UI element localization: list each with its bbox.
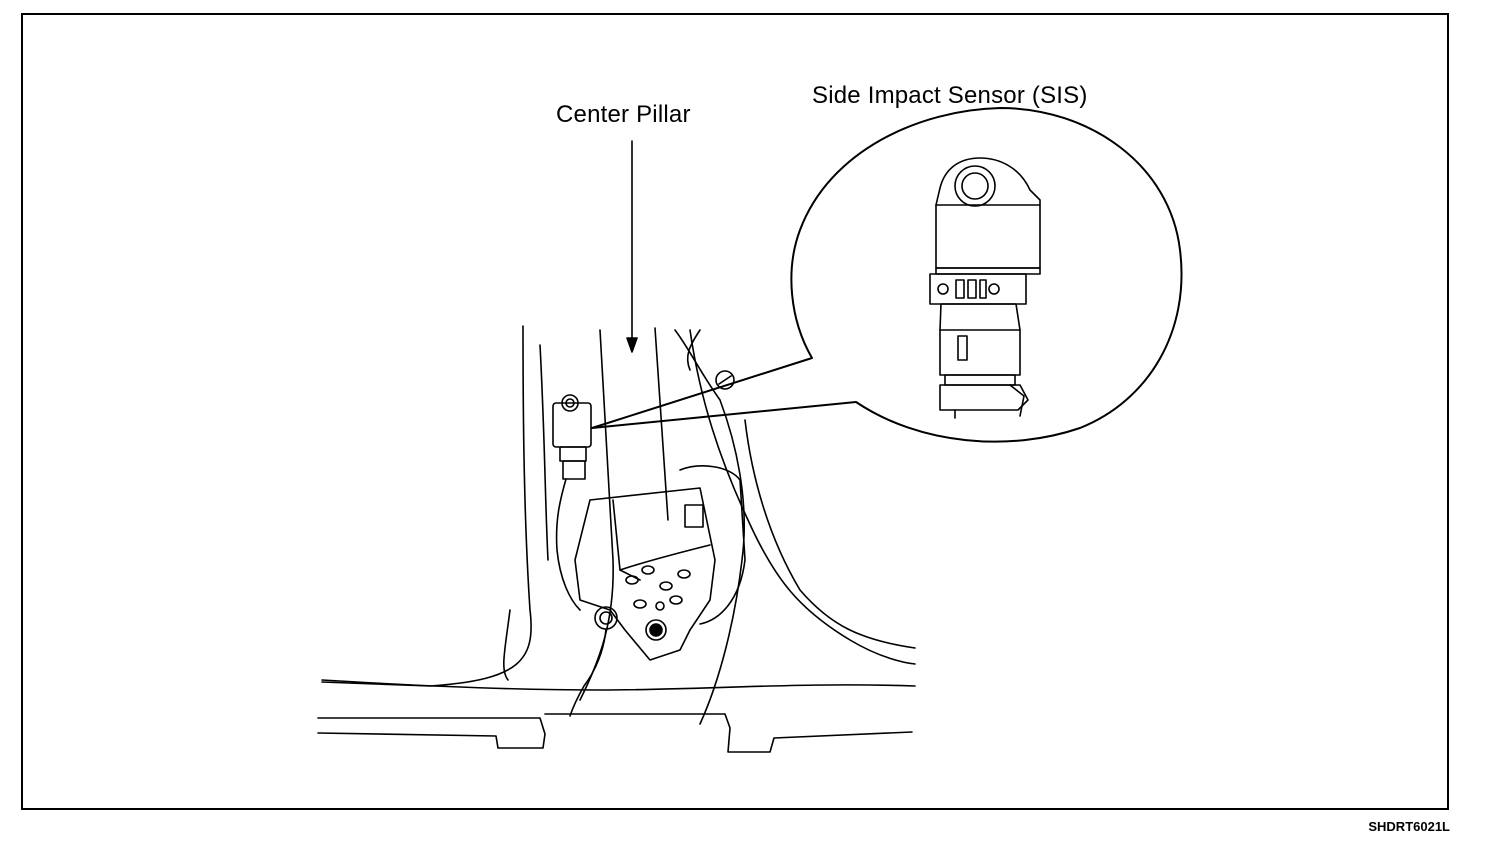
seatbelt-retractor	[570, 466, 745, 716]
side-impact-sensor-label: Side Impact Sensor (SIS)	[812, 82, 1088, 109]
pillar-bolt	[716, 371, 734, 389]
figure-code: SHDRT6021L	[1368, 819, 1450, 834]
diagram-frame	[21, 13, 1449, 810]
pillar-outline	[322, 326, 915, 724]
sensor-detail	[930, 158, 1040, 418]
floor-sill	[318, 680, 915, 752]
installed-sensor	[553, 395, 591, 610]
center-pillar-arrow	[627, 141, 637, 352]
detail-callout	[592, 108, 1182, 442]
center-pillar-label: Center Pillar	[556, 101, 691, 128]
